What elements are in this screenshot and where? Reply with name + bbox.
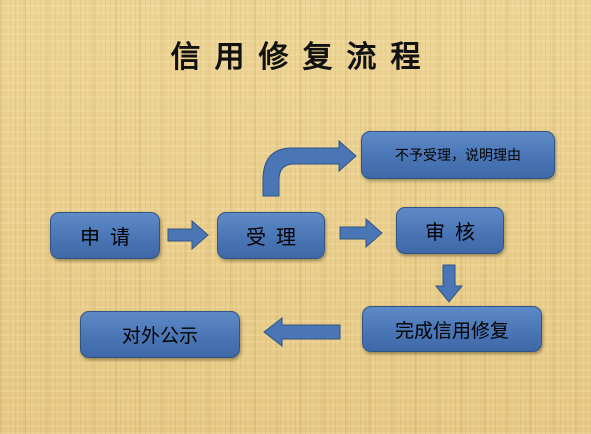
- arrow-repair-to-publicize: [263, 316, 341, 348]
- arrow-apply-to-accept: [167, 219, 209, 251]
- step-reject: 不予受理，说明理由: [361, 131, 555, 179]
- step-review: 审核: [396, 207, 504, 254]
- step-accept: 受理: [217, 212, 325, 259]
- arrow-review-to-repair: [434, 264, 464, 303]
- arrow-accept-to-review: [339, 217, 383, 249]
- step-complete-repair: 完成信用修复: [362, 306, 542, 352]
- step-apply: 申请: [50, 212, 160, 259]
- arrow-accept-to-reject: [262, 139, 357, 197]
- step-publicize: 对外公示: [80, 311, 240, 358]
- page-title: 信用修复流程: [170, 40, 435, 75]
